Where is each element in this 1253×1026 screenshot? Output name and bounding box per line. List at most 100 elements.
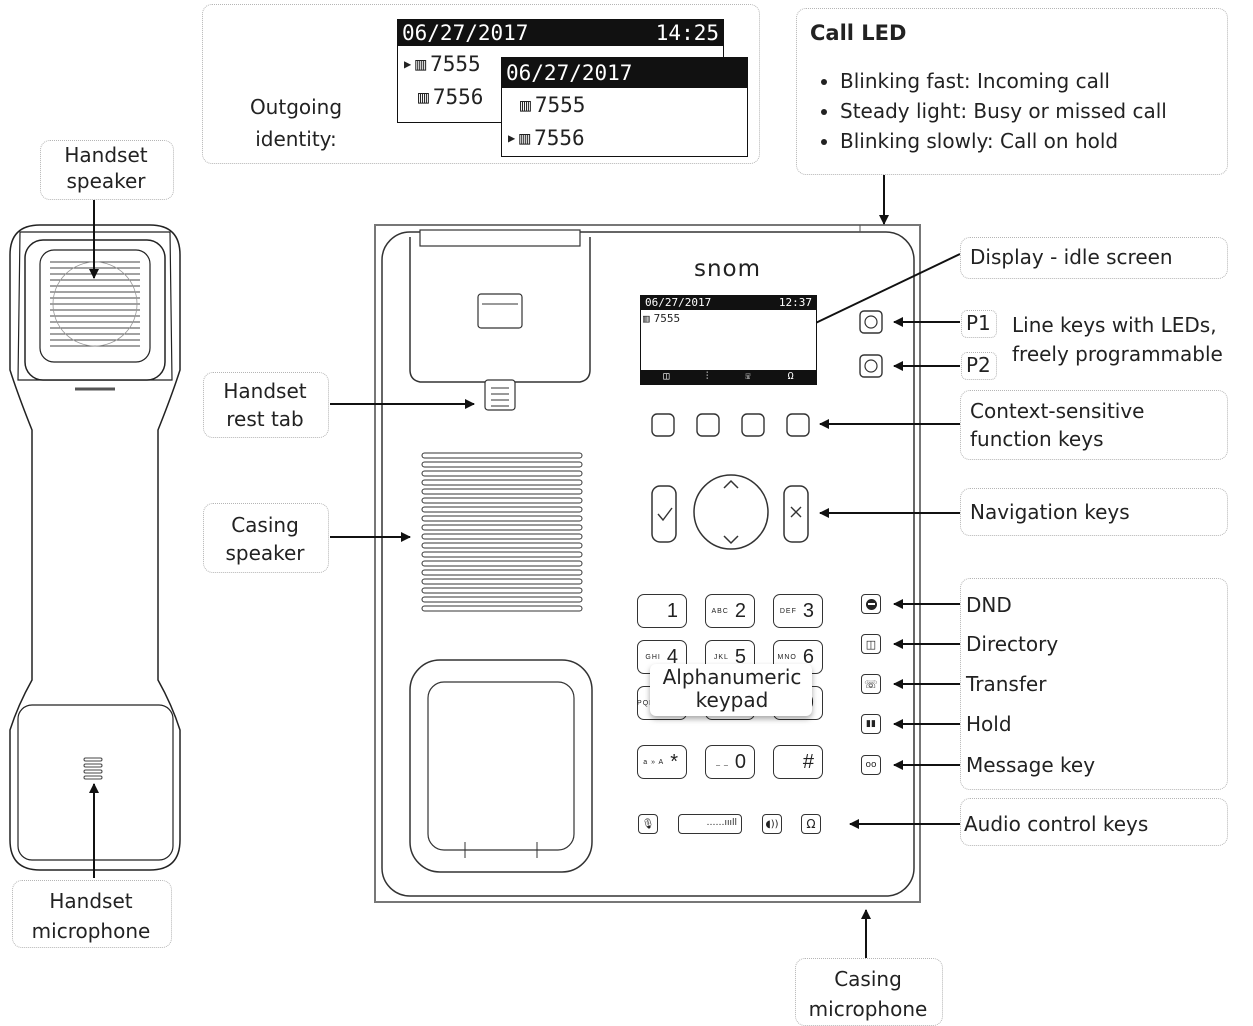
display-time: 12:37 xyxy=(778,296,812,309)
keypad-key[interactable]: ABC 2 xyxy=(705,594,755,628)
p1-badge xyxy=(961,310,997,338)
keypad-key[interactable]: # xyxy=(773,745,823,779)
call-led-item: Steady light: Busy or missed call xyxy=(840,96,1167,126)
keypad-key-digit: 6 xyxy=(802,645,814,668)
keypad-key-digit: 1 xyxy=(666,599,678,622)
keypad-key-letters: ABC xyxy=(711,607,729,615)
dnd-icon xyxy=(865,598,877,610)
keypad-key[interactable]: 1 xyxy=(637,594,687,628)
p1-label: P1 xyxy=(966,311,991,335)
identity-time: 14:25 xyxy=(655,21,719,45)
pause-icon: ▮▮ xyxy=(866,719,876,729)
call-led-item: Blinking fast: Incoming call xyxy=(840,66,1167,96)
directory-softkey-icon: ◫ xyxy=(663,371,670,382)
keypad-key-letters: PQRS xyxy=(637,699,661,707)
message-key-label: Message key xyxy=(966,753,1096,777)
casing-microphone-label: Casing microphone xyxy=(808,967,928,1021)
alphanumeric-label-box xyxy=(650,664,812,716)
display-line: 7555 xyxy=(653,311,681,325)
transfer-icon: ☏ xyxy=(864,677,878,691)
keypad-key-digit: 2 xyxy=(734,599,746,622)
keypad-key-digit: 4 xyxy=(666,645,678,668)
display-idle-label: Display - idle screen xyxy=(970,245,1173,269)
call-softkey-icon: ☏ xyxy=(745,371,752,382)
keypad-key-letters: MNO xyxy=(777,653,797,661)
p2-label: P2 xyxy=(966,353,991,377)
handset-speaker-grille xyxy=(50,261,140,347)
navigation-keys-callout xyxy=(960,488,1228,536)
keypad-key[interactable]: _ _0 xyxy=(705,745,755,779)
dnd-label: DND xyxy=(966,593,1012,617)
display-idle-callout xyxy=(960,237,1228,279)
call-led-item: Blinking slowly: Call on hold xyxy=(840,126,1167,156)
identity-main-screen: 06/27/2017 14:25 ▶▥7555 ▥7556 xyxy=(397,19,724,123)
line-icon: ▥ xyxy=(643,311,650,325)
keypad-key-letters: GHI xyxy=(645,653,661,661)
headset-key[interactable]: Ω xyxy=(801,814,821,834)
keypad-key-digit: 5 xyxy=(734,645,746,668)
call-led-title: Call LED xyxy=(810,21,907,45)
keypad-key-letters: _ _ xyxy=(716,758,729,766)
hold-key[interactable]: ▮▮ xyxy=(861,714,881,734)
handset-microphone-callout xyxy=(12,880,172,948)
volume-bars-icon: ……ıııll xyxy=(706,818,737,828)
alphanumeric-label: Alphanumeric keypad xyxy=(662,665,802,712)
volume-key[interactable]: ……ıııll xyxy=(678,814,742,834)
directory-label: Directory xyxy=(966,632,1059,656)
context-keys-callout xyxy=(960,390,1228,460)
keypad-key-letters: JKL xyxy=(713,653,729,661)
speaker-key[interactable]: ◖)) xyxy=(762,814,782,834)
line-keys-label-2: freely programmable xyxy=(1012,342,1223,366)
handset-speaker-label: Handset speaker xyxy=(64,143,148,193)
keypad-key-letters: a » A xyxy=(643,758,665,766)
line-icon: ▥ xyxy=(519,127,531,149)
headset-icon: Ω xyxy=(806,817,816,831)
popup-line1: 7555 xyxy=(534,93,586,117)
handset-microphone-label: Handset microphone xyxy=(31,889,151,943)
context-keys-label: Context-sensitive function keys xyxy=(970,399,1145,451)
handset-microphone-holes xyxy=(83,757,103,780)
identity-line1: 7555 xyxy=(430,52,481,76)
message-key[interactable]: oo xyxy=(861,755,881,775)
casing-speaker-label: Casing speaker xyxy=(225,513,305,565)
handset-rest-tab-label: Handset rest tab xyxy=(223,379,307,431)
voicemail-icon: oo xyxy=(865,760,877,770)
selected-pointer-icon: ▶ xyxy=(508,131,516,145)
hold-label: Hold xyxy=(966,712,1012,736)
audio-control-callout xyxy=(960,798,1228,846)
line-icon: ▥ xyxy=(415,53,427,75)
outgoing-identity-label: Outgoing identity: xyxy=(249,95,343,151)
keypad-key-digit: 3 xyxy=(802,599,814,622)
line-keys-label-1: Line keys with LEDs, xyxy=(1012,313,1217,337)
p2-badge xyxy=(961,352,997,380)
callout-arrows xyxy=(89,65,961,958)
line-icon: ▥ xyxy=(418,86,429,108)
casing-speaker-grille xyxy=(421,452,583,612)
call-led-list: Blinking fast: Incoming call Steady ligh… xyxy=(812,66,1167,156)
phone-display: 06/27/2017 12:37 ▥7555 ◫ ⫶ ☏ Ω xyxy=(640,295,817,385)
keypad-key[interactable]: a » A * xyxy=(637,745,687,779)
settings-softkey-icon: ⫶ xyxy=(705,371,709,382)
function-keys-callout xyxy=(960,578,1228,790)
transfer-key[interactable]: ☏ xyxy=(861,674,881,694)
book-icon: ◫ xyxy=(865,637,877,651)
identity-line2: 7556 xyxy=(432,85,484,109)
audio-control-label: Audio control keys xyxy=(964,812,1149,836)
headset-softkey-icon: Ω xyxy=(787,371,794,382)
popup-line2: 7556 xyxy=(534,126,585,150)
handset-speaker-callout xyxy=(40,140,174,200)
speaker-icon: ◖)) xyxy=(765,818,779,830)
mute-mic-icon: 🎙 xyxy=(641,818,655,830)
directory-key[interactable]: ◫ xyxy=(861,634,881,654)
handset xyxy=(9,224,181,871)
display-softkey-bar: ◫ ⫶ ☏ Ω xyxy=(641,370,816,384)
popup-date: 06/27/2017 xyxy=(506,61,633,85)
dnd-key[interactable] xyxy=(861,594,881,614)
identity-date: 06/27/2017 xyxy=(402,21,529,45)
mute-key[interactable]: 🎙 xyxy=(638,814,658,834)
brand-logo: snom xyxy=(694,256,762,282)
keypad-key-digit: * xyxy=(670,750,678,773)
casing-speaker-callout xyxy=(203,503,329,573)
line-icon: ▥ xyxy=(520,94,531,116)
